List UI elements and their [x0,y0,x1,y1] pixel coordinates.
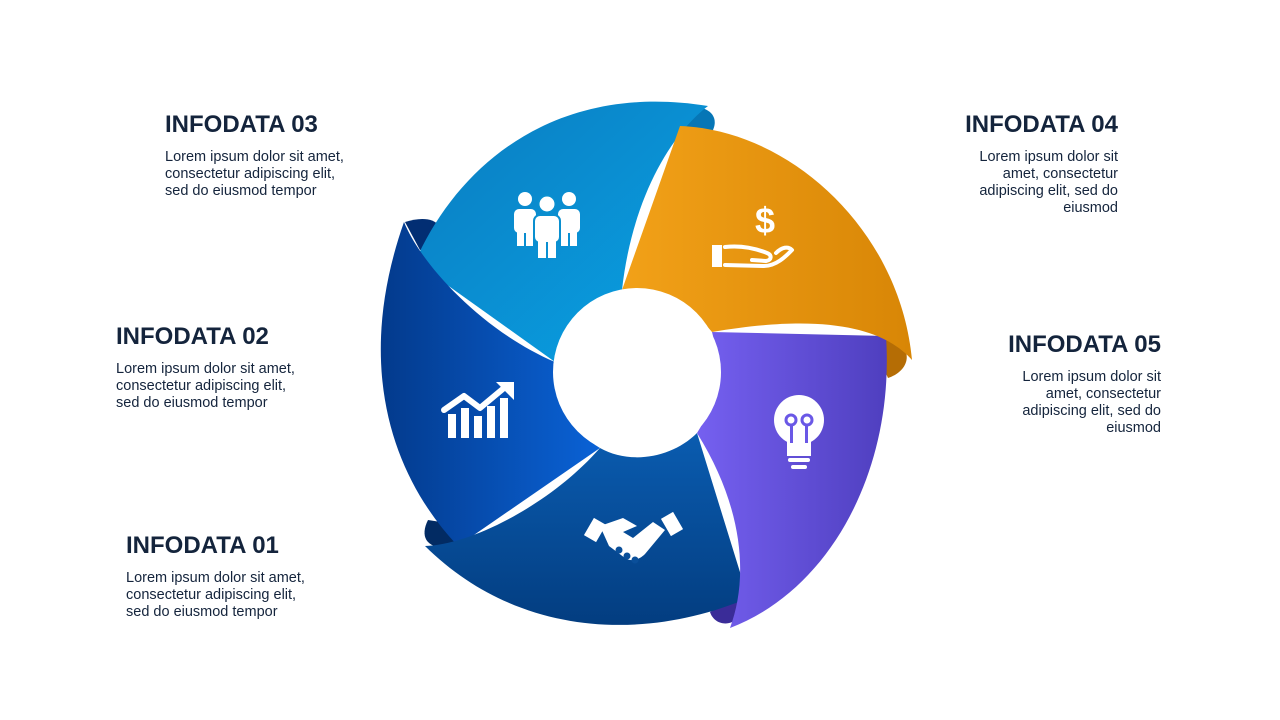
petal-05 [697,332,887,628]
svg-text:$: $ [755,200,775,241]
info-block-04: INFODATA 04 Lorem ipsum dolor sit amet, … [878,111,1118,217]
info-text-03: Lorem ipsum dolor sit amet, consectetur … [165,149,344,199]
info-block-01: INFODATA 01 Lorem ipsum dolor sit amet, … [126,532,366,621]
info-title-04: INFODATA 04 [965,111,1118,138]
money-hand-icon: $ [712,200,794,268]
info-block-02: INFODATA 02 Lorem ipsum dolor sit amet, … [116,323,356,412]
info-text-04: Lorem ipsum dolor sit amet, consectetur … [979,149,1118,216]
lightbulb-icon [774,395,824,469]
info-text-05: Lorem ipsum dolor sit amet, consectetur … [1022,369,1161,436]
growth-chart-icon [441,382,514,438]
center-circle [553,288,721,456]
info-title-02: INFODATA 02 [116,323,269,350]
handshake-icon [583,511,684,564]
info-text-01: Lorem ipsum dolor sit amet, consectetur … [126,570,305,620]
info-block-03: INFODATA 03 Lorem ipsum dolor sit amet, … [165,111,405,200]
petal-02 [380,222,600,546]
info-title-01: INFODATA 01 [126,532,279,559]
info-text-02: Lorem ipsum dolor sit amet, consectetur … [116,361,295,411]
info-title-05: INFODATA 05 [1008,331,1161,358]
petal-04 [622,126,912,360]
info-block-05: INFODATA 05 Lorem ipsum dolor sit amet, … [921,331,1161,437]
petal-01 [425,433,748,625]
team-icon [514,192,580,258]
info-title-03: INFODATA 03 [165,111,318,138]
